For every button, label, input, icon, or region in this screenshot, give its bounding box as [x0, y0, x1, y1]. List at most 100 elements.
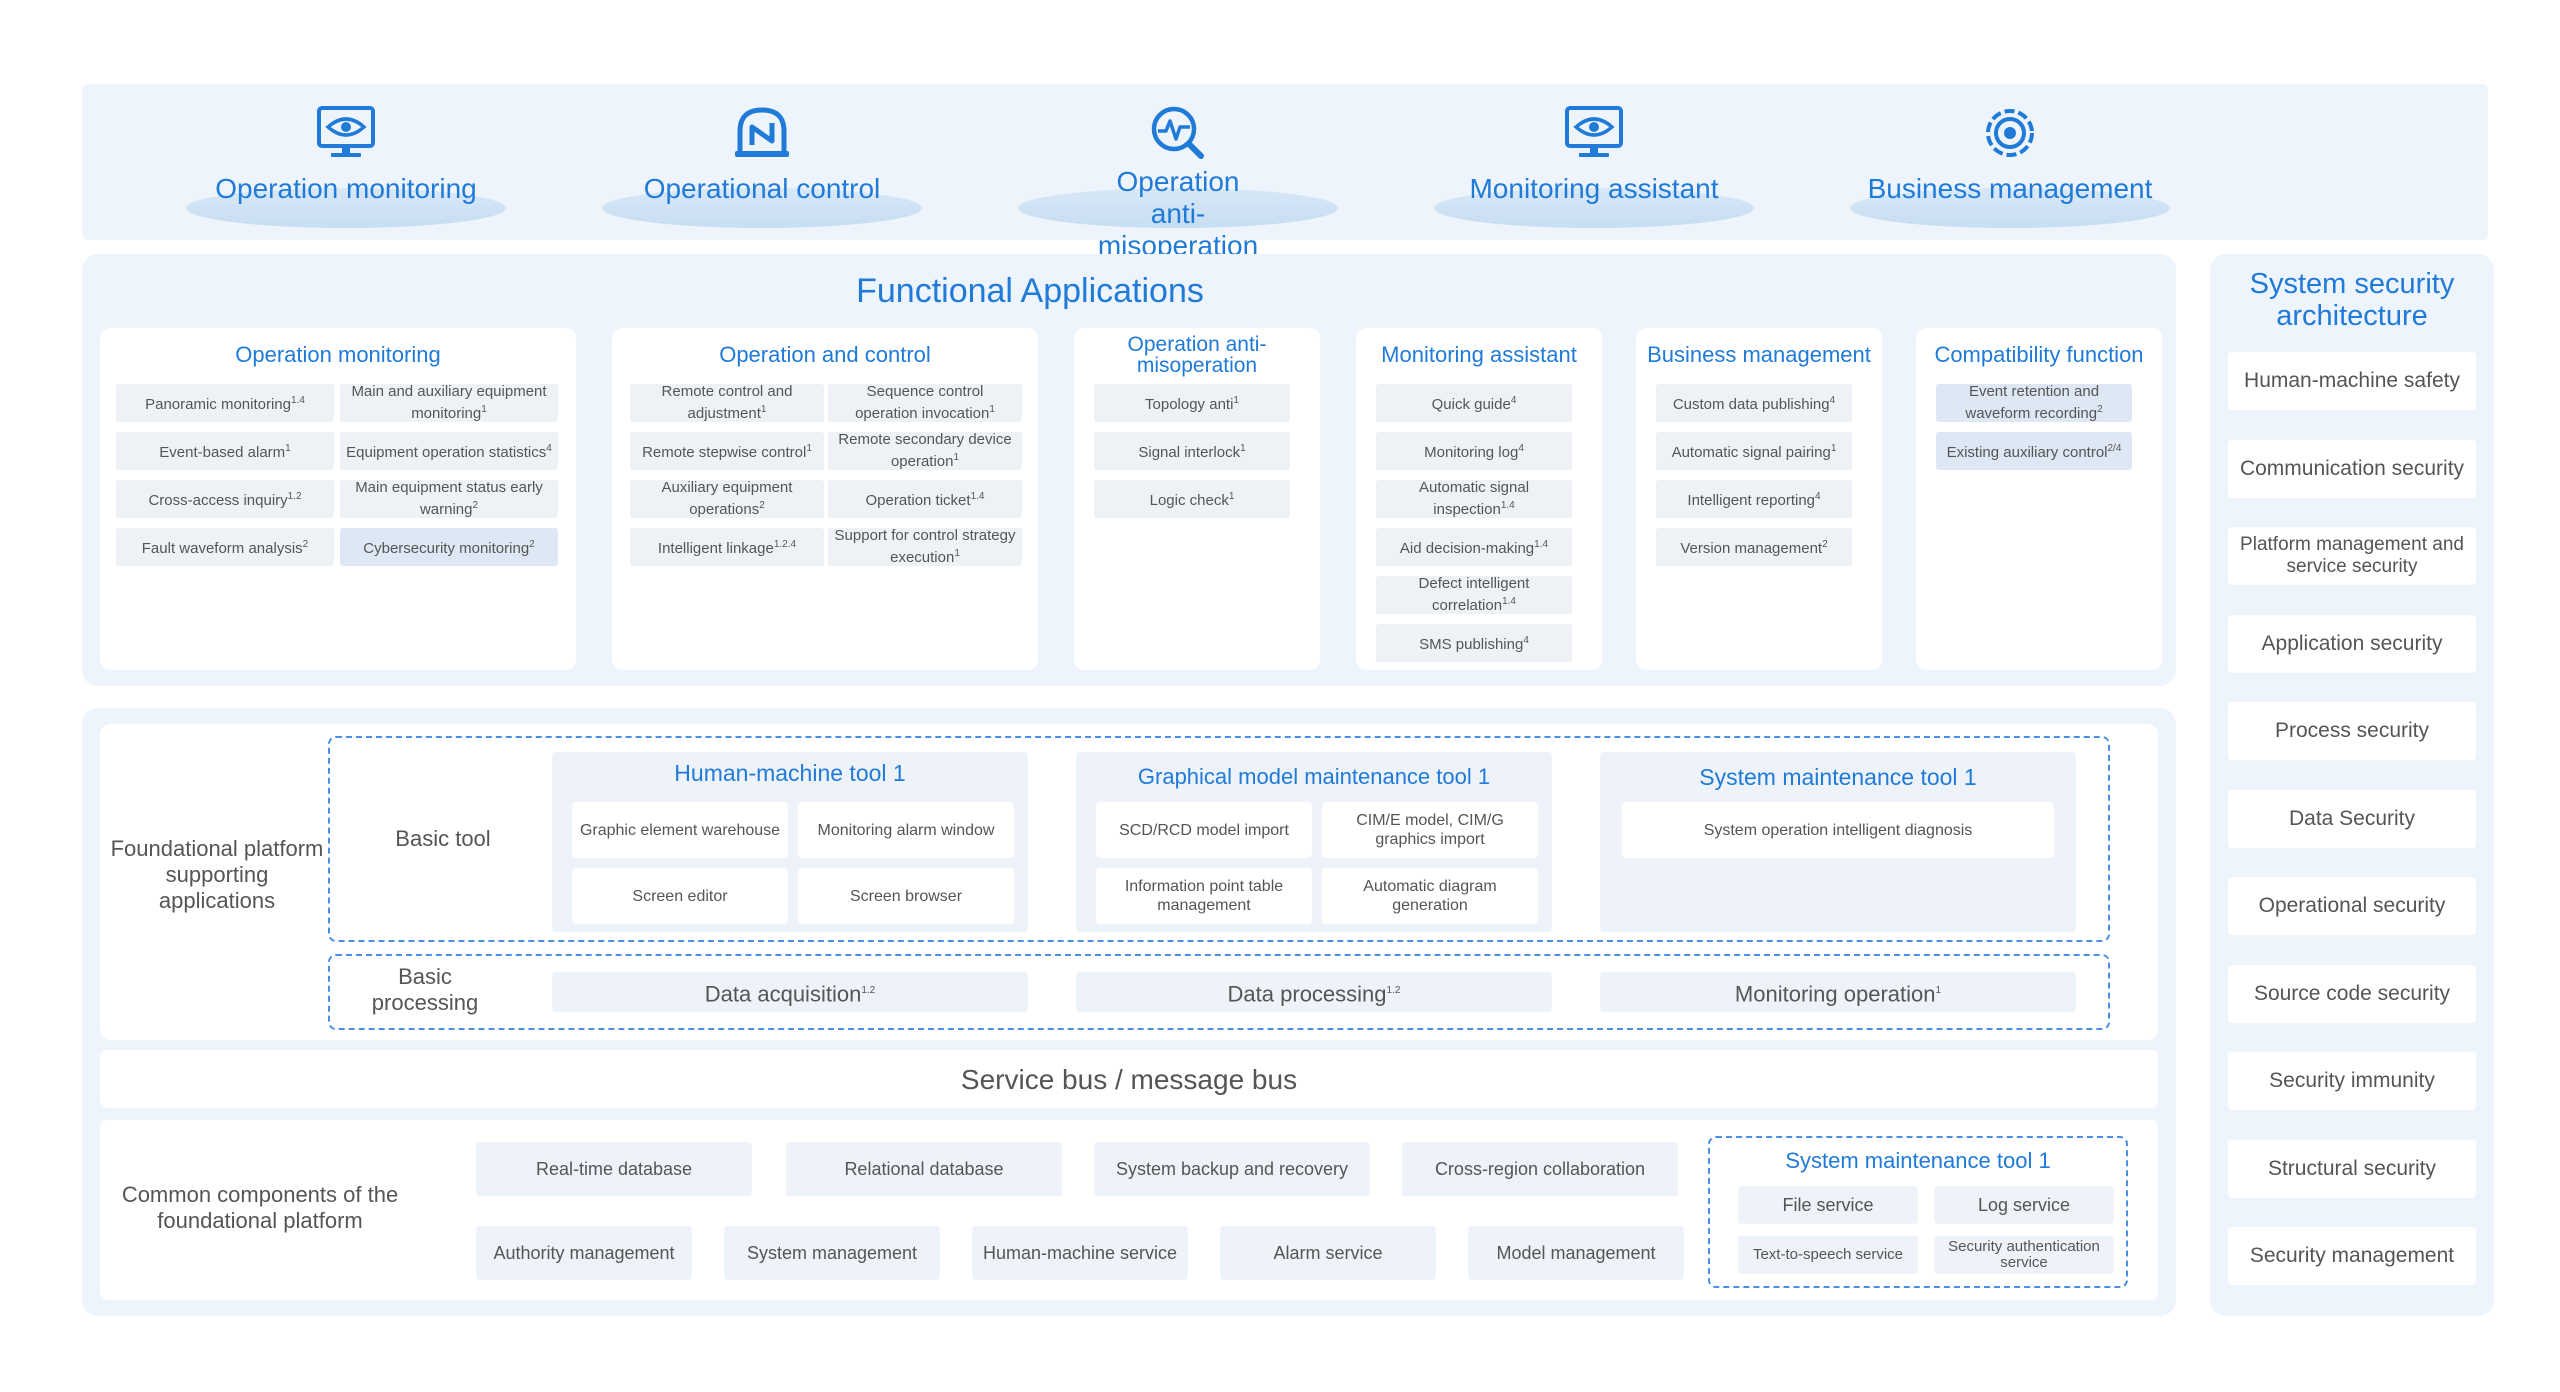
common-component[interactable]: Authority management [476, 1226, 692, 1280]
nav-pedestal [186, 188, 506, 228]
foundation-label: Foundational platform supporting applica… [110, 836, 324, 913]
function-item[interactable]: Equipment operation statistics4 [340, 432, 558, 470]
maintenance-item[interactable]: Log service [1934, 1186, 2114, 1224]
function-item[interactable]: Logic check1 [1094, 480, 1290, 518]
tool-item[interactable]: Information point table management [1096, 868, 1312, 924]
common-component[interactable]: System management [724, 1226, 940, 1280]
function-item[interactable]: Intelligent linkage1.2.4 [630, 528, 824, 566]
function-item[interactable]: Fault waveform analysis2 [116, 528, 334, 566]
nav-operation-monitoring[interactable]: Operation monitoring [186, 100, 506, 230]
maintenance-item[interactable]: Text-to-speech service [1738, 1236, 1918, 1274]
function-item[interactable]: Sequence control operation invocation1 [828, 383, 1022, 422]
cell-label: Real-time database [535, 1158, 693, 1179]
function-item[interactable]: Custom data publishing4 [1656, 384, 1852, 422]
security-item[interactable]: Human-machine safety [2228, 352, 2476, 410]
security-item[interactable]: Communication security [2228, 439, 2476, 498]
nav-operation-anti-misoperation[interactable]: Operation anti-misoperation [1018, 100, 1338, 261]
common-component[interactable]: Cross-region collaboration [1402, 1142, 1678, 1196]
tool-item[interactable]: System operation intelligent diagnosis [1622, 802, 2054, 858]
cell-superscript: 1 [953, 452, 960, 463]
tool-item[interactable]: Automatic diagram generation [1322, 868, 1538, 924]
nav-label: Operation anti-misoperation [1097, 166, 1259, 261]
cell-label: Quick guide4 [1431, 395, 1517, 413]
cell-label: Intelligent reporting4 [1687, 491, 1821, 509]
function-item[interactable]: Main and auxiliary equipment monitoring1 [340, 383, 558, 422]
function-item[interactable]: Cybersecurity monitoring2 [340, 528, 558, 566]
function-item[interactable]: Event retention and waveform recording2 [1936, 383, 2132, 422]
processing-item[interactable]: Data acquisition1.2 [552, 972, 1028, 1012]
function-item[interactable]: SMS publishing4 [1376, 624, 1572, 662]
common-component[interactable]: Alarm service [1220, 1226, 1436, 1280]
function-item[interactable]: Existing auxiliary control2/4 [1936, 432, 2132, 470]
function-item[interactable]: Cross-access inquiry1.2 [116, 480, 334, 518]
nav-monitoring-assistant[interactable]: Monitoring assistant [1434, 100, 1754, 230]
function-item[interactable]: Operation ticket1.4 [828, 480, 1022, 518]
function-item[interactable]: Main equipment status early warning2 [340, 479, 558, 518]
common-component[interactable]: Relational database [786, 1142, 1062, 1196]
function-item[interactable]: Signal interlock1 [1094, 432, 1290, 470]
function-item[interactable]: Automatic signal inspection1.4 [1376, 479, 1572, 518]
function-item[interactable]: Remote control and adjustment1 [630, 383, 824, 422]
function-item[interactable]: Automatic signal pairing1 [1656, 432, 1852, 470]
cell-label: Panoramic monitoring1.4 [145, 395, 305, 413]
nav-business-management[interactable]: Business management [1850, 100, 2170, 230]
maintenance-tool-title: System maintenance tool 1 [1785, 1148, 2051, 1173]
tool-item[interactable]: Graphic element warehouse [572, 802, 788, 858]
cell-label: CIM/E model, CIM/G graphics import [1356, 812, 1504, 848]
security-item[interactable]: Operational security [2228, 877, 2476, 935]
cell-superscript: 4 [1815, 491, 1821, 502]
common-component[interactable]: Real-time database [476, 1142, 752, 1196]
tool-title: Human-machine tool 1 [674, 760, 906, 786]
function-item[interactable]: Version management2 [1656, 528, 1852, 566]
cell-label: System operation intelligent diagnosis [1703, 821, 1973, 839]
function-item[interactable]: Remote stepwise control1 [630, 432, 824, 470]
function-item[interactable]: Auxiliary equipment operations2 [630, 479, 824, 518]
function-item[interactable]: Quick guide4 [1376, 384, 1572, 422]
function-item[interactable]: Support for control strategy execution1 [828, 527, 1022, 566]
security-item[interactable]: Data Security [2228, 789, 2476, 848]
tool-item[interactable]: SCD/RCD model import [1096, 802, 1312, 858]
security-item[interactable]: Platform management and service security [2228, 527, 2476, 585]
cell-superscript: 4 [1523, 635, 1529, 646]
function-item[interactable]: Event-based alarm1 [116, 432, 334, 470]
nav-operational-control[interactable]: Operational control [602, 100, 922, 230]
common-component[interactable]: Model management [1468, 1226, 1684, 1280]
processing-item[interactable]: Monitoring operation1 [1600, 972, 2076, 1012]
security-item[interactable]: Security immunity [2228, 1052, 2476, 1110]
tool-item[interactable]: Screen editor [572, 868, 788, 924]
processing-item[interactable]: Data processing1.2 [1076, 972, 1552, 1012]
function-item[interactable]: Defect intelligent correlation1.4 [1376, 575, 1572, 614]
function-item[interactable]: Topology anti1 [1094, 384, 1290, 422]
cell-label: Source code security [2253, 981, 2451, 1005]
security-item[interactable]: Process security [2228, 702, 2476, 760]
security-item[interactable]: Security management [2228, 1227, 2476, 1285]
function-item[interactable]: Remote secondary device operation1 [828, 431, 1022, 470]
cell-label: Data processing1.2 [1227, 981, 1401, 1007]
common-component[interactable]: System backup and recovery [1094, 1142, 1370, 1196]
cell-label: System backup and recovery [1115, 1158, 1349, 1179]
function-item[interactable]: Aid decision-making1.4 [1376, 528, 1572, 566]
function-item[interactable]: Panoramic monitoring1.4 [116, 384, 334, 422]
card-title: Operation monitoring [235, 342, 441, 367]
cell-label: File service [1782, 1195, 1874, 1215]
security-item[interactable]: Application security [2228, 614, 2476, 673]
cell-superscript: 2 [302, 539, 309, 550]
common-component[interactable]: Human-machine service [972, 1226, 1188, 1280]
cell-superscript: 4 [1518, 443, 1524, 454]
cell-superscript: 1.2.4 [773, 539, 797, 550]
cell-superscript: 1 [1228, 491, 1235, 502]
tool-item[interactable]: CIM/E model, CIM/G graphics import [1322, 802, 1538, 858]
security-item[interactable]: Source code security [2228, 964, 2476, 1023]
security-item[interactable]: Structural security [2228, 1139, 2476, 1198]
functional-title: Functional Applications [856, 272, 1204, 310]
cell-superscript: 2 [529, 539, 535, 550]
tool-item[interactable]: Monitoring alarm window [798, 802, 1014, 858]
cell-superscript: 1.2 [861, 984, 876, 996]
basic-tool-frame [328, 736, 2110, 942]
function-item[interactable]: Monitoring log4 [1376, 432, 1572, 470]
tool-item[interactable]: Screen browser [798, 868, 1014, 924]
cell-label: Relational database [844, 1158, 1004, 1179]
maintenance-item[interactable]: File service [1738, 1186, 1918, 1224]
function-item[interactable]: Intelligent reporting4 [1656, 480, 1852, 518]
maintenance-item[interactable]: Security authentication service [1934, 1236, 2114, 1274]
